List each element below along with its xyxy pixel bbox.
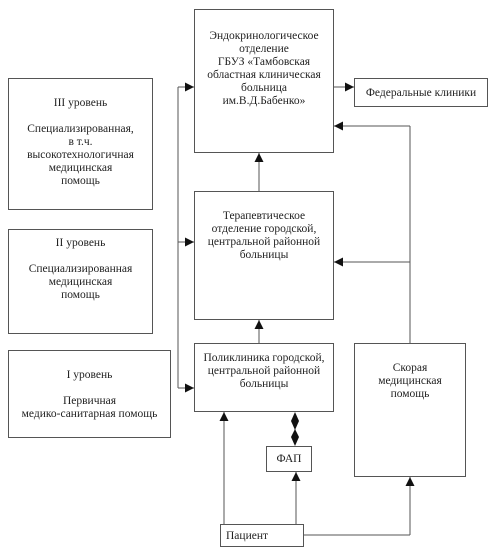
level-2-line-1: Специализированная xyxy=(28,263,133,275)
level-1-line-1: Первичная xyxy=(62,395,117,407)
ambulance-box: Скорая медицинская помощь xyxy=(354,343,466,477)
endocrine-line-5: больница xyxy=(241,82,287,94)
patient-box: Пациент xyxy=(220,524,304,547)
polyclinic-line-2: центральной районной xyxy=(207,365,321,377)
ambulance-line-2: медицинская xyxy=(378,375,442,387)
level-3-box: III уровень Специализированная, в т.ч. в… xyxy=(8,78,153,210)
endocrine-department-box: Эндокринологическое отделение ГБУЗ «Тамб… xyxy=(194,9,334,153)
level-1-box: I уровень Первичная медико-санитарная по… xyxy=(8,350,171,438)
level-3-line-1: Специализированная, xyxy=(27,123,134,135)
fap-label: ФАП xyxy=(276,453,302,465)
level-2-title: II уровень xyxy=(55,237,106,249)
polyclinic-box: Поликлиника городской, центральной район… xyxy=(194,343,334,412)
ambulance-line-3: помощь xyxy=(390,388,430,400)
federal-clinics-box: Федеральные клиники xyxy=(354,78,488,107)
therapy-department-box: Терапевтическое отделение городской, цен… xyxy=(194,191,334,320)
level-3-line-2: в т.ч. xyxy=(68,136,93,148)
diamond-polyclinic-end xyxy=(291,412,299,430)
endocrine-line-3: ГБУЗ «Тамбовская xyxy=(217,56,311,68)
endocrine-line-1: Эндокринологическое xyxy=(209,30,319,42)
endocrine-line-4: областная клиническая xyxy=(207,69,321,81)
ambulance-line-1: Скорая xyxy=(392,362,428,374)
fap-box: ФАП xyxy=(266,446,312,472)
polyclinic-line-3: больницы xyxy=(239,378,289,390)
federal-clinics-label: Федеральные клиники xyxy=(365,87,477,99)
level-1-line-2: медико-санитарная помощь xyxy=(21,408,158,420)
level-3-line-5: помощь xyxy=(61,175,100,187)
level-2-line-2: медицинская xyxy=(48,276,113,288)
patient-label: Пациент xyxy=(226,530,269,542)
therapy-line-1: Терапевтическое xyxy=(222,210,306,222)
level-2-line-3: помощь xyxy=(61,289,100,301)
level-3-line-3: высокотехнологичная xyxy=(27,149,134,161)
level-2-box: II уровень Специализированная медицинска… xyxy=(8,229,153,334)
level-3-line-4: медицинская xyxy=(48,162,113,174)
level-3-title: III уровень xyxy=(53,97,108,109)
endocrine-line-6: им.В.Д.Бабенко» xyxy=(222,95,306,107)
polyclinic-line-1: Поликлиника городской, xyxy=(203,352,325,364)
diamond-fap-end xyxy=(291,429,299,446)
therapy-line-3: центральной районной xyxy=(207,236,321,248)
endocrine-line-2: отделение xyxy=(239,43,289,55)
therapy-line-2: отделение городской, xyxy=(211,223,317,235)
level-1-title: I уровень xyxy=(66,369,113,381)
therapy-line-4: больницы xyxy=(239,249,289,261)
